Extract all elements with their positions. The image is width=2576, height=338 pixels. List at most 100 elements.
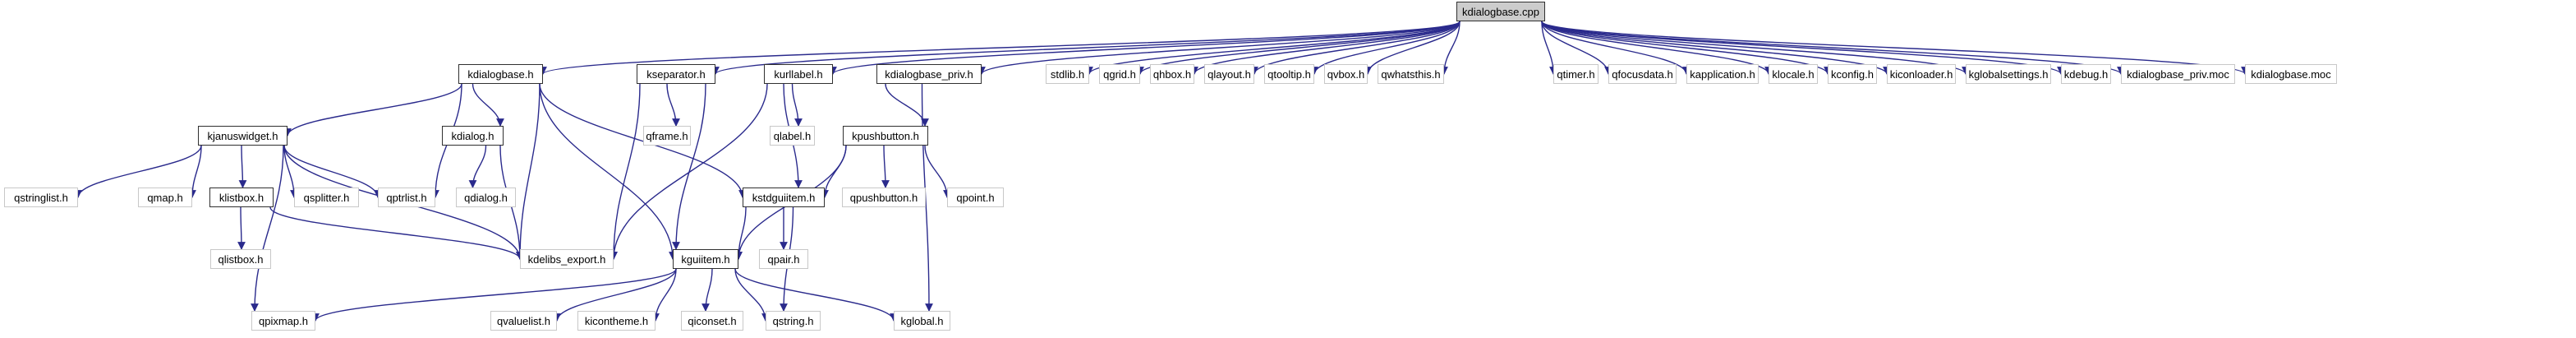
graph-node-kdialogbase-moc[interactable]: kdialogbase.moc (2245, 64, 2337, 84)
graph-node-qvaluelist-h[interactable]: qvaluelist.h (490, 311, 557, 331)
graph-node-label: klocale.h (1772, 67, 1815, 81)
graph-edge (1541, 21, 1557, 75)
graph-node-label: qstring.h (772, 314, 814, 327)
graph-node-qsplitter-h[interactable]: qsplitter.h (294, 188, 359, 207)
graph-edge (651, 268, 677, 322)
graph-node-label: qlistbox.h (218, 252, 264, 266)
graph-node-qvbox-h[interactable]: qvbox.h (1324, 64, 1368, 84)
graph-node-kdialogbase-priv-h[interactable]: kdialogbase_priv.h (876, 64, 982, 84)
graph-node-kstdguiitem-h[interactable]: kstdguiitem.h (743, 188, 825, 207)
graph-node-label: qstringlist.h (14, 191, 68, 204)
graph-edge (539, 83, 677, 260)
graph-edge (672, 83, 706, 250)
graph-node-label: kdelibs_export.h (527, 252, 606, 266)
graph-node-qframe-h[interactable]: qframe.h (643, 126, 691, 146)
graph-node-kicontheme-h[interactable]: kicontheme.h (577, 311, 656, 331)
graph-edge (610, 83, 641, 260)
graph-node-qpushbutton-h[interactable]: qpushbutton.h (842, 188, 926, 207)
graph-node-qpixmap-h[interactable]: qpixmap.h (251, 311, 315, 331)
graph-node-label: qlabel.h (773, 129, 812, 142)
graph-edge (702, 268, 713, 312)
graph-node-kdialog-h[interactable]: kdialog.h (442, 126, 504, 146)
graph-node-label: kdebug.h (2063, 67, 2109, 81)
graph-node-kguiitem-h[interactable]: kguiitem.h (673, 249, 738, 269)
graph-edge (472, 83, 504, 127)
graph-node-label: qtooltip.h (1267, 67, 1311, 81)
graph-node-klistbox-h[interactable]: klistbox.h (209, 188, 274, 207)
graph-edge (188, 145, 202, 198)
graph-node-kapplication-h[interactable]: kapplication.h (1686, 64, 1759, 84)
graph-node-kdebug-h[interactable]: kdebug.h (2061, 64, 2111, 84)
graph-node-label: kconfig.h (1830, 67, 1874, 81)
graph-node-qhbox-h[interactable]: qhbox.h (1150, 64, 1194, 84)
graph-edge (1440, 21, 1460, 75)
graph-node-label: qvbox.h (1327, 67, 1365, 81)
graph-node-qdialog-h[interactable]: qdialog.h (456, 188, 516, 207)
graph-node-qmap-h[interactable]: qmap.h (138, 188, 192, 207)
graph-node-label: qpixmap.h (259, 314, 308, 327)
graph-node-kglobalsettings-h[interactable]: kglobalsettings.h (1966, 64, 2051, 84)
graph-node-qtooltip-h[interactable]: qtooltip.h (1264, 64, 1314, 84)
graph-node-qwhatsthis-h[interactable]: qwhatsthis.h (1378, 64, 1444, 84)
graph-node-kiconloader-h[interactable]: kiconloader.h (1887, 64, 1956, 84)
graph-node-label: qptrlist.h (386, 191, 427, 204)
graph-edge (666, 83, 680, 127)
graph-node-qgrid-h[interactable]: qgrid.h (1099, 64, 1140, 84)
graph-node-qlayout-h[interactable]: qlayout.h (1204, 64, 1254, 84)
graph-node-label: qpoint.h (956, 191, 995, 204)
graph-node-qpoint-h[interactable]: qpoint.h (947, 188, 1004, 207)
graph-node-label: qwhatsthis.h (1381, 67, 1441, 81)
graph-node-label: qlayout.h (1208, 67, 1251, 81)
graph-edge (924, 145, 951, 198)
graph-node-label: kdialogbase.moc (2251, 67, 2331, 81)
graph-node-label: qhbox.h (1152, 67, 1192, 81)
graph-edge (610, 83, 768, 260)
graph-node-kdialogbase-priv-moc[interactable]: kdialogbase_priv.moc (2121, 64, 2235, 84)
graph-node-label: qfocusdata.h (1612, 67, 1673, 81)
graph-node-qtimer-h[interactable]: qtimer.h (1553, 64, 1598, 84)
graph-edge (734, 206, 747, 260)
graph-node-label: qdialog.h (464, 191, 508, 204)
graph-edge (251, 145, 284, 312)
graph-edge (885, 83, 929, 127)
graph-node-label: kglobal.h (900, 314, 944, 327)
graph-node-kjanuswidget-h[interactable]: kjanuswidget.h (198, 126, 288, 146)
graph-node-label: qiconset.h (688, 314, 737, 327)
graph-node-label: kstdguiitem.h (752, 191, 816, 204)
graph-node-label: kdialogbase.cpp (1462, 5, 1539, 18)
graph-node-label: kurllabel.h (774, 67, 823, 81)
graph-node-kseparator-h[interactable]: kseparator.h (637, 64, 715, 84)
graph-node-label: kapplication.h (1690, 67, 1755, 81)
graph-node-label: kdialog.h (451, 129, 494, 142)
graph-node-label: qtimer.h (1557, 67, 1595, 81)
graph-node-qfocusdata-h[interactable]: qfocusdata.h (1608, 64, 1677, 84)
graph-node-kpushbutton-h[interactable]: kpushbutton.h (843, 126, 928, 146)
graph-node-qpair-h[interactable]: qpair.h (759, 249, 808, 269)
graph-node-klocale-h[interactable]: klocale.h (1769, 64, 1818, 84)
graph-node-kdelibs-export-h[interactable]: kdelibs_export.h (520, 249, 614, 269)
graph-node-qlistbox-h[interactable]: qlistbox.h (210, 249, 271, 269)
graph-node-qptrlist-h[interactable]: qptrlist.h (378, 188, 435, 207)
graph-node-qstringlist-h[interactable]: qstringlist.h (4, 188, 78, 207)
graph-node-label: kdialogbase_priv.h (885, 67, 973, 81)
graph-edge (283, 83, 462, 137)
graph-edge (468, 145, 487, 188)
graph-node-kdialogbase-cpp[interactable]: kdialogbase.cpp (1456, 2, 1545, 21)
graph-edge (791, 83, 803, 127)
graph-node-kconfig-h[interactable]: kconfig.h (1828, 64, 1877, 84)
graph-node-kdialogbase-h[interactable]: kdialogbase.h (458, 64, 543, 84)
graph-edge (516, 83, 540, 260)
graph-node-qlabel-h[interactable]: qlabel.h (770, 126, 815, 146)
graph-node-kglobal-h[interactable]: kglobal.h (894, 311, 950, 331)
graph-node-label: qframe.h (646, 129, 688, 142)
graph-node-label: stdlib.h (1050, 67, 1085, 81)
graph-node-qiconset-h[interactable]: qiconset.h (681, 311, 743, 331)
graph-node-label: qvaluelist.h (496, 314, 551, 327)
graph-node-label: qgrid.h (1103, 67, 1136, 81)
graph-node-stdlib-h[interactable]: stdlib.h (1046, 64, 1089, 84)
graph-node-label: qsplitter.h (303, 191, 350, 204)
graph-node-kurllabel-h[interactable]: kurllabel.h (764, 64, 833, 84)
graph-node-qstring-h[interactable]: qstring.h (766, 311, 821, 331)
